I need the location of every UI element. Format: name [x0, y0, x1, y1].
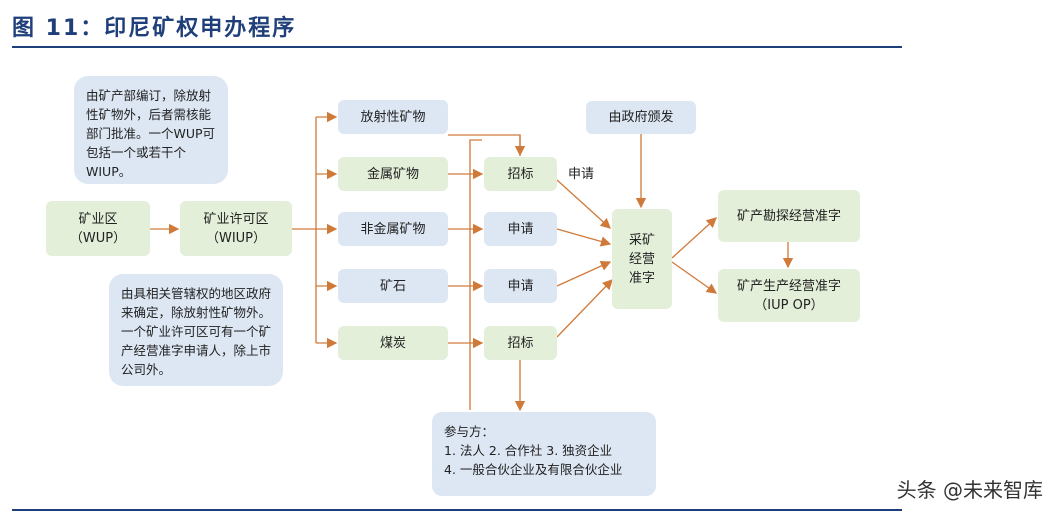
participants-line-1: 1. 法人 2. 合作社 3. 独资企业 — [444, 443, 613, 458]
mineral-coal: 煤炭 — [338, 326, 448, 360]
mineral-radioactive: 放射性矿物 — [338, 100, 448, 134]
production-permit-box: 矿产生产经营准字 （IUP OP） — [718, 269, 860, 322]
apply-label: 申请 — [568, 167, 595, 182]
watermark: 头条 @未来智库 — [896, 478, 1043, 502]
wiup-box: 矿业许可区 （WIUP） — [180, 201, 292, 256]
exploration-permit-box: 矿产勘探经营准字 — [718, 190, 860, 242]
method-apply-ore: 申请 — [484, 269, 557, 303]
mining-permit-box: 采矿 经营 准字 — [612, 209, 672, 309]
method-tender-metal: 招标 — [484, 157, 557, 191]
method-tender-coal: 招标 — [484, 326, 557, 360]
mineral-ore: 矿石 — [338, 269, 448, 303]
mineral-nonmetal: 非金属矿物 — [338, 212, 448, 246]
method-apply-nonmetal: 申请 — [484, 212, 557, 246]
page-title: 图 11：印尼矿权申办程序 — [12, 16, 297, 41]
government-issue-box: 由政府颁发 — [586, 101, 696, 134]
header-rule — [12, 46, 902, 48]
participants-title: 参与方： — [444, 424, 495, 439]
note-wup: 由矿产部编订，除放射性矿物外，后者需核能部门批准。一个WUP可包括一个或若干个W… — [74, 76, 228, 184]
participants-line-2: 4. 一般合伙企业及有限合伙企业 — [444, 462, 623, 477]
footer-rule — [12, 509, 902, 511]
note-wiup: 由具相关管辖权的地区政府来确定，除放射性矿物外。一个矿业许可区可有一个矿产经营准… — [109, 274, 283, 386]
wup-box: 矿业区 （WUP） — [46, 201, 150, 256]
mineral-metal: 金属矿物 — [338, 157, 448, 191]
participants-box: 参与方： 1. 法人 2. 合作社 3. 独资企业 4. 一般合伙企业及有限合伙… — [432, 412, 656, 496]
